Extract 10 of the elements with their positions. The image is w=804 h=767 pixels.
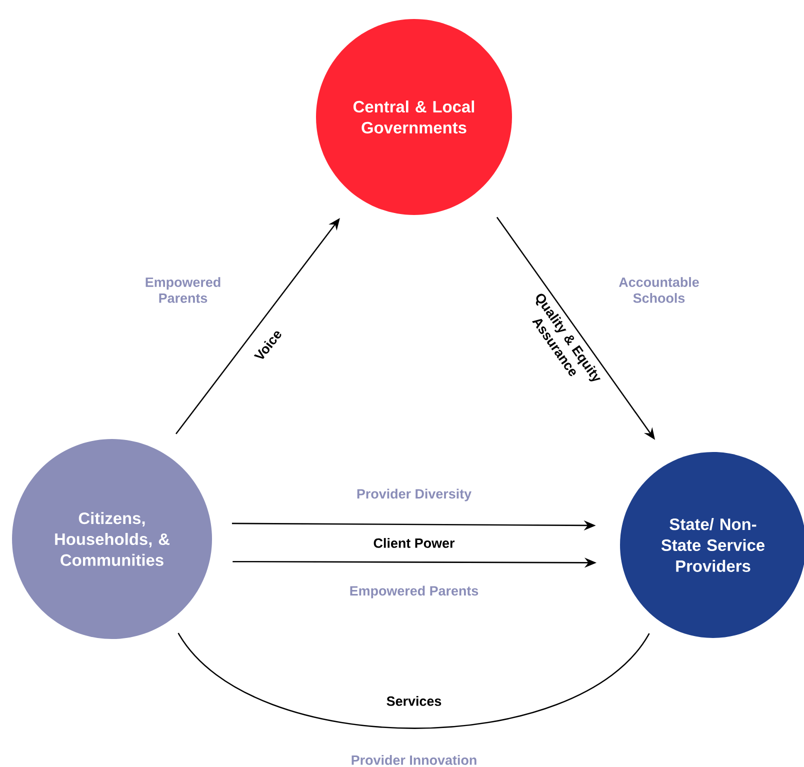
connector-line (178, 632, 650, 729)
circle-node: Central & Local Governments (316, 19, 512, 215)
edge-label: Services (385, 695, 443, 707)
text-label: Client Power (374, 538, 455, 548)
text-label: Provider Innovation (352, 755, 476, 765)
text-label: Accountable Schools (618, 277, 699, 303)
circle-node: Citizens, Households, & Communities (12, 438, 212, 639)
text-label: Provider Diversity (357, 488, 472, 502)
text-label: Empowered Parents (350, 586, 478, 598)
text-label: Empowered Parents (146, 277, 220, 303)
